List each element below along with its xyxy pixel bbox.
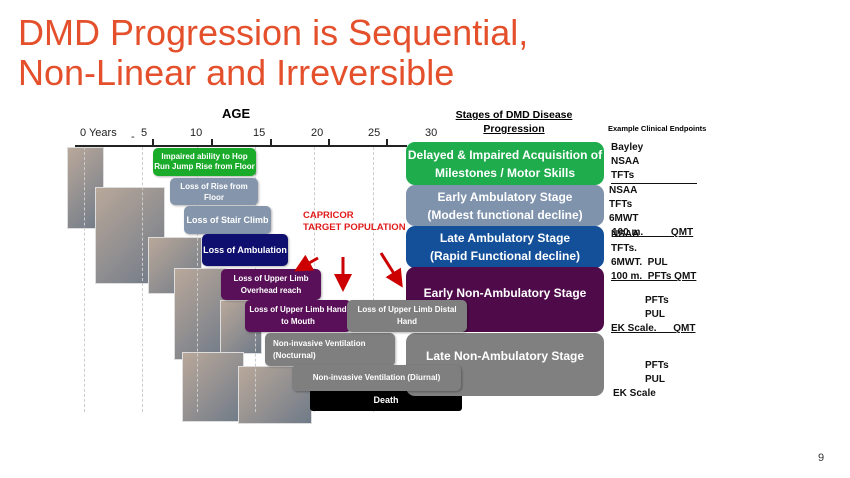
axis-tick: [270, 139, 272, 146]
endpoint: PFTs: [645, 360, 669, 371]
capricor-arrows: [294, 252, 403, 292]
endpoints-group-2: NSAA TFTs 6MWT 100 m. QMT: [609, 184, 693, 240]
endpoints-group-3: NSAA TFTs. 6MWT. PUL 100 m. PFTs QMT: [611, 228, 696, 284]
stage-line2: (Modest functional decline): [427, 207, 583, 222]
capricor-line2: TARGET POPULATION: [303, 222, 406, 233]
endpoint: PFTs: [645, 295, 669, 306]
stage-late-ambulatory: Late Ambulatory Stage (Rapid Functional d…: [406, 226, 604, 268]
photo-ventilation: [182, 352, 244, 422]
endpoint: NSAA: [611, 229, 640, 240]
milestone-niv-diurnal: Non-invasive Ventilation (Diurnal): [292, 365, 461, 391]
stage-line2: Milestones / Motor Skills: [434, 165, 575, 180]
endpoint: EK Scale: [613, 388, 656, 399]
endpoint: 100 m. QMT: [612, 227, 694, 238]
age-dash-mark: -: [131, 131, 135, 143]
endpoint: TFTs: [611, 169, 697, 184]
stage-line1: Delayed & Impaired Acquisition of: [407, 147, 603, 162]
stage-delayed-acquisition: Delayed & Impaired Acquisition of Milesto…: [406, 142, 604, 185]
axis-tick: [211, 139, 213, 146]
age-axis-line: [75, 145, 407, 147]
endpoint: PUL: [645, 374, 665, 385]
milestone-loss-stair-climb: Loss of Stair Climb: [184, 206, 271, 234]
capricor-line1: CAPRICOR: [303, 210, 354, 221]
endpoints-title: Example Clinical Endpoints: [608, 124, 707, 133]
endpoint: NSAA: [611, 156, 640, 167]
slide-title-line1: DMD Progression is Sequential,: [18, 12, 529, 53]
endpoints-group-5: PFTs PUL EK Scale: [613, 359, 669, 401]
axis-tick: [152, 139, 154, 146]
stage-early-non-ambulatory: Early Non-Ambulatory Stage: [406, 267, 604, 332]
arrow-icon: [294, 254, 319, 272]
photo-wheelchair-boy: [174, 268, 226, 360]
age-tick-label: 20: [311, 127, 324, 139]
endpoint: TFTs: [609, 199, 633, 210]
axis-tick: [386, 139, 388, 146]
arrow-icon: [379, 252, 403, 288]
page-number: 9: [818, 452, 825, 464]
endpoint: 6MWT. PUL: [611, 257, 668, 268]
gridline: [197, 147, 198, 412]
axis-tick: [328, 139, 330, 146]
stages-title-line2: Progression: [483, 123, 545, 135]
gridline: [373, 147, 374, 412]
stage-line2: (Rapid Functional decline): [429, 249, 580, 263]
stages-title-line1: Stages of DMD Disease: [455, 109, 573, 121]
age-tick-label: 10: [190, 127, 203, 139]
age-tick-label: 25: [368, 127, 381, 139]
endpoints-group-4: PFTs PUL EK Scale. QMT: [611, 294, 695, 336]
endpoint: PUL: [645, 309, 665, 320]
milestone-loss-hand-to-mouth: Loss of Upper Limb Hand to Mouth: [245, 300, 351, 332]
slide-title-line2: Non-Linear and Irreversible: [18, 52, 455, 93]
milestone-loss-overhead-reach: Loss of Upper Limb Overhead reach: [221, 269, 321, 300]
stage-line1: Late Ambulatory Stage: [439, 231, 571, 245]
capricor-target-label: CAPRICOR TARGET POPULATION: [303, 210, 406, 234]
milestone-niv-nocturnal: Non-invasive Ventilation (Nocturnal): [265, 333, 395, 366]
gridline: [84, 147, 85, 412]
endpoint: Bayley: [611, 142, 644, 153]
stages-title: Stages of DMD Disease Progression: [452, 108, 576, 136]
age-tick-label: 5: [141, 127, 148, 139]
endpoint: NSAA: [609, 185, 638, 196]
stage-early-ambulatory: Early Ambulatory Stage (Modest functional…: [406, 185, 604, 226]
age-tick-label: 15: [253, 127, 266, 139]
endpoint: TFTs.: [611, 243, 637, 254]
stage-line1: Early Ambulatory Stage: [437, 189, 573, 204]
gridline: [142, 147, 143, 412]
age-tick-label: 30: [425, 127, 438, 139]
endpoint: 6MWT: [609, 213, 639, 224]
age-label: AGE: [222, 106, 251, 121]
milestone-loss-rise-floor: Loss of Rise from Floor: [170, 178, 258, 205]
age-tick-label: 0 Years: [80, 127, 117, 139]
milestone-impaired-ability: Impaired ability to Hop Run Jump Rise fr…: [153, 148, 256, 176]
milestone-loss-distal-hand: Loss of Upper Limb Distal Hand: [347, 300, 467, 332]
endpoints-group-1: Bayley NSAA TFTs: [611, 141, 697, 184]
endpoint: 100 m. PFTs QMT: [611, 271, 697, 282]
endpoint: EK Scale. QMT: [611, 323, 696, 334]
milestone-loss-ambulation: Loss of Ambulation: [202, 234, 288, 266]
